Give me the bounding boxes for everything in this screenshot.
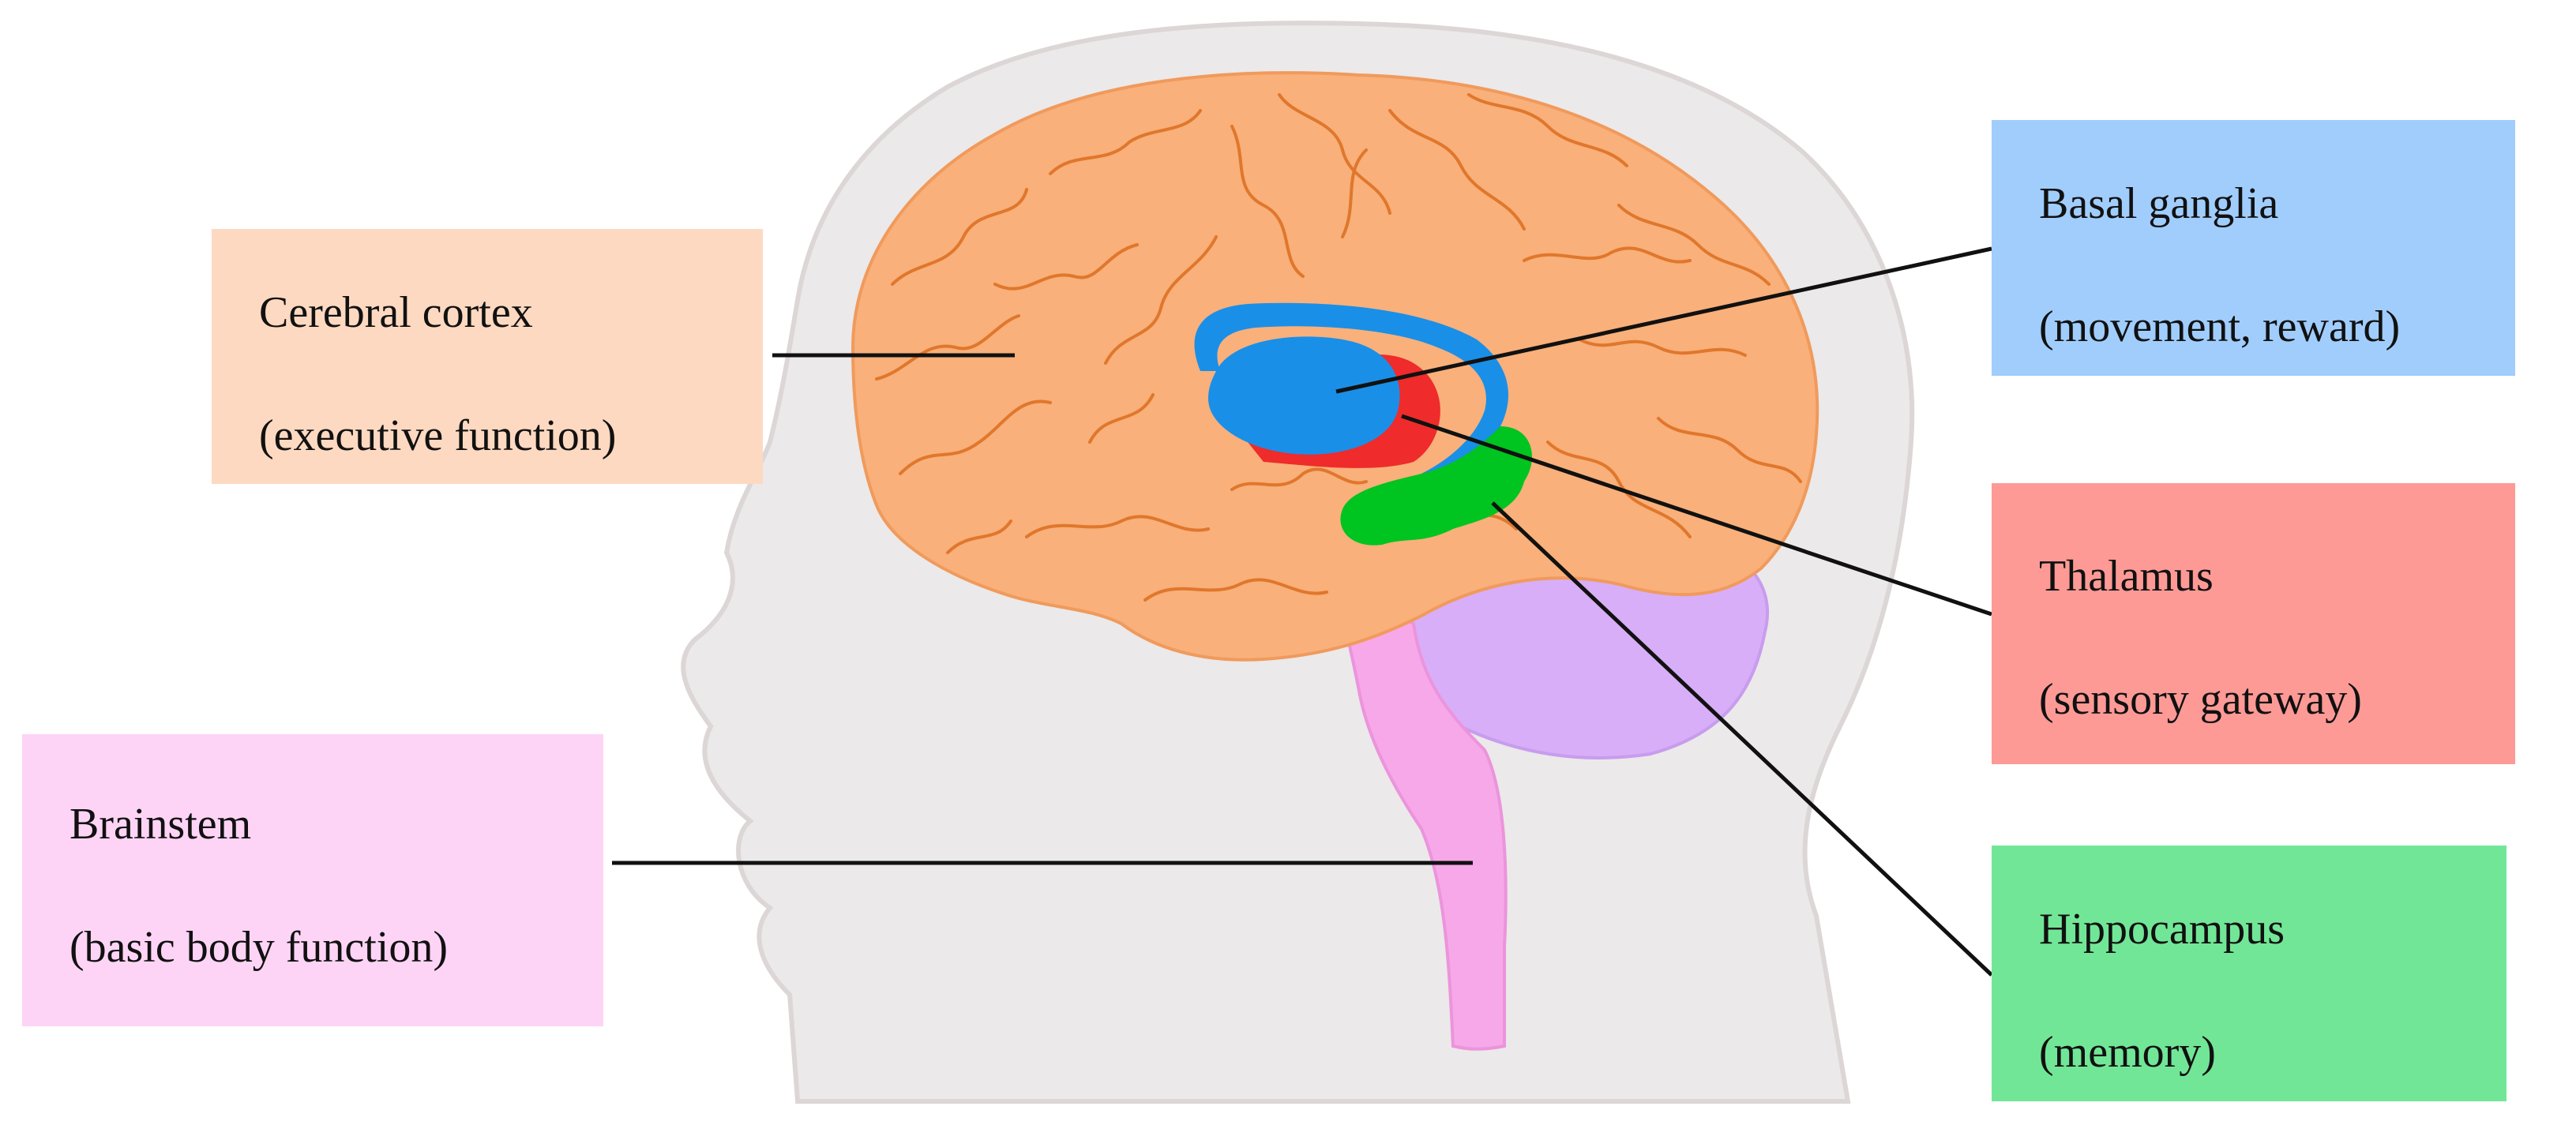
basal-ganglia-shape [1208, 336, 1400, 455]
leader-lines [612, 246, 1993, 977]
label-cerebral-cortex-title: Cerebral cortex [259, 288, 533, 337]
hippocampus-shape [1340, 426, 1532, 546]
leader-basal [1335, 246, 1992, 394]
label-basal-ganglia-title: Basal ganglia [2039, 179, 2279, 228]
label-cerebral-cortex-desc: (executive function) [259, 411, 617, 460]
label-hippocampus: Hippocampus (memory) [1992, 846, 2507, 1101]
label-cerebral-cortex: Cerebral cortex (executive function) [212, 229, 763, 484]
label-basal-ganglia: Basal ganglia (movement, reward) [1992, 120, 2515, 376]
caudate-arc [1194, 302, 1508, 486]
label-thalamus-title: Thalamus [2039, 552, 2214, 601]
label-thalamus-desc: (sensory gateway) [2039, 675, 2362, 724]
label-brainstem-desc: (basic body function) [69, 923, 448, 972]
cortex-sulci [875, 93, 1802, 602]
label-hippocampus-desc: (memory) [2039, 1028, 2216, 1077]
leader-hippo [1491, 501, 1993, 977]
label-hippocampus-title: Hippocampus [2039, 905, 2285, 954]
label-thalamus: Thalamus (sensory gateway) [1992, 483, 2515, 764]
leader-thalamus [1401, 414, 1992, 617]
label-basal-ganglia-desc: (movement, reward) [2039, 302, 2401, 351]
label-brainstem: Brainstem (basic body function) [22, 734, 603, 1026]
label-brainstem-title: Brainstem [69, 800, 252, 849]
brainstem-shape [1340, 609, 1508, 1051]
